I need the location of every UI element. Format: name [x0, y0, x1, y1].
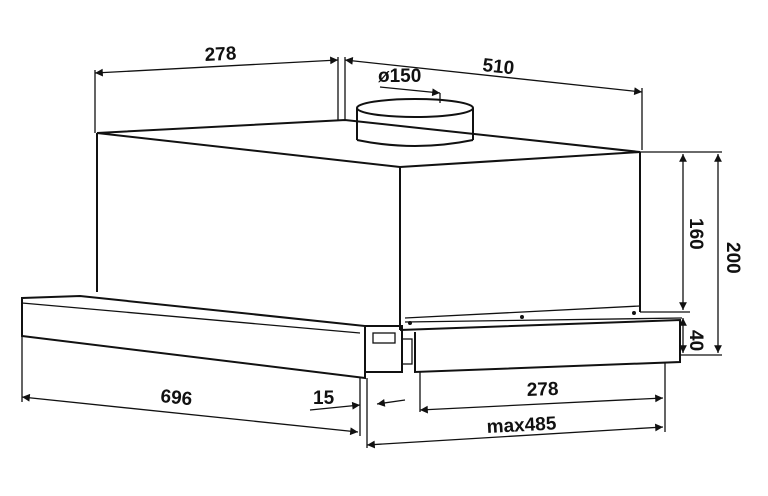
dim-top-width: 510: [481, 55, 515, 79]
duct-collar: [356, 98, 474, 147]
dim-body-height: 160: [685, 218, 706, 250]
hood-body: [96, 118, 641, 330]
dim-panel-height: 40: [685, 330, 706, 351]
front-panel: [21, 294, 413, 380]
dim-total-height: 200: [722, 242, 743, 274]
dim-panel-offset: 15: [313, 388, 335, 409]
slider-module: [399, 311, 683, 374]
dim-panel-width: 696: [159, 386, 193, 410]
dim-max-extension: max485: [486, 413, 557, 438]
dimension-lines: [21, 56, 722, 449]
dim-duct-diameter: ø150: [378, 66, 421, 87]
dim-top-depth: 278: [204, 43, 237, 66]
dim-slider-depth: 278: [526, 379, 558, 401]
